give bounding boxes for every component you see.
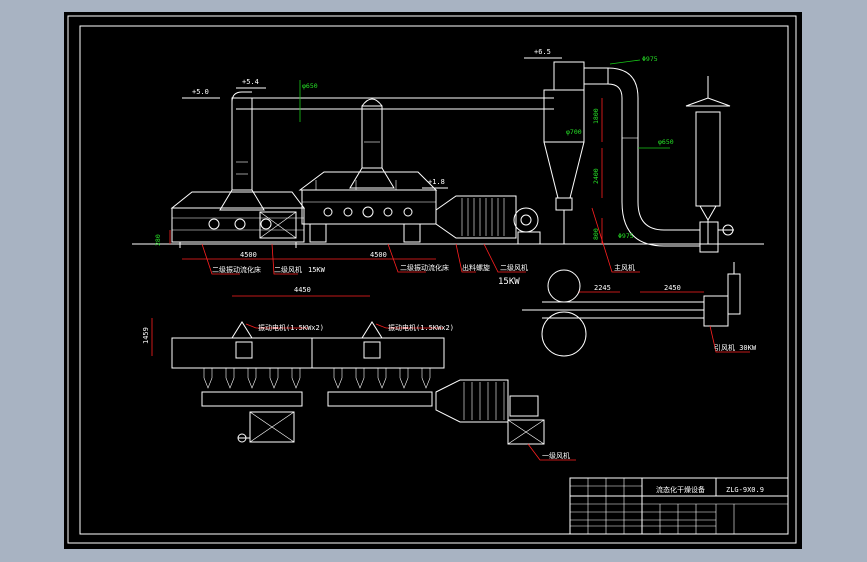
title-block: 流态化干燥设备 ZLG-9X0.9 (569, 477, 789, 535)
dia-main: φ650 (302, 82, 318, 90)
inner-frame (79, 25, 789, 535)
plan-exhaust-fan (703, 295, 729, 327)
bed-2-body (301, 189, 437, 225)
dim-800: 800 (592, 228, 600, 240)
dim-4500-a: 4500 (240, 251, 257, 259)
cad-drawing: +5.0 +5.4 +6.5 +1.8 φ650 Φ975 φ700 φ650 … (67, 15, 797, 544)
chimney (695, 111, 721, 207)
silo-1 (547, 269, 581, 303)
riser-2 (361, 105, 383, 169)
elevation-marks: +5.0 +5.4 +6.5 +1.8 (182, 48, 562, 189)
elev-5-4: +5.4 (242, 78, 259, 86)
label-bed-dryer-1: 二级振动流化床 (212, 265, 261, 274)
label-power-1: 15KW (308, 266, 326, 274)
elev-1-8: +1.8 (428, 178, 445, 186)
component-labels: 二级振动流化床 二级风机 15KW 二级振动流化床 出料螺旋 二级风机 15KW… (201, 207, 757, 461)
outer-frame (67, 15, 797, 544)
hood-1 (219, 189, 265, 211)
dim-1459: 1459 (142, 327, 150, 344)
label-secondary-fan-1: 二级风机 (274, 265, 302, 274)
hood-2 (349, 167, 395, 189)
bed-2-top (298, 171, 438, 191)
elev-6-5: +6.5 (534, 48, 551, 56)
dim-4450: 4450 (294, 286, 311, 294)
plan-view (171, 262, 741, 445)
silo-2 (541, 311, 587, 357)
dia-bottom: Φ975 (618, 232, 634, 240)
dim-4500-b: 4500 (370, 251, 387, 259)
label-primary-fan: 一级风机 (542, 451, 570, 460)
dim-2245: 2245 (594, 284, 611, 292)
riser-1 (231, 97, 253, 191)
dim-280: 280 (154, 234, 162, 246)
label-main-fan: 主风机 (614, 263, 635, 272)
label-bed-dryer-2: 二级振动流化床 (400, 263, 449, 272)
label-secondary-fan-2: 二级风机 (500, 263, 528, 272)
primary-fan (507, 419, 545, 445)
dimension-lines: 280 4500 4500 1800 2400 800 4450 1459 22… (142, 98, 704, 356)
chimney-cap (685, 97, 731, 107)
dia-cyclone-in: φ700 (566, 128, 582, 136)
drawing-code: ZLG-9X0.9 (726, 486, 764, 494)
title-block-name: 流态化干燥设备 (656, 485, 705, 494)
dim-2400: 2400 (592, 168, 600, 184)
feeder (249, 411, 295, 443)
dim-2450: 2450 (664, 284, 681, 292)
heater-bank (435, 195, 517, 239)
dia-riser: φ650 (658, 138, 674, 146)
riser-pipe-inner (607, 83, 700, 247)
dia-cyclone-top: Φ975 (642, 55, 658, 63)
label-induced-fan: 引风机 30KW (714, 343, 757, 352)
elevation-view (132, 61, 764, 253)
diameter-labels: φ650 Φ975 φ700 φ650 Φ975 (299, 55, 674, 240)
elev-5-0: +5.0 (192, 88, 209, 96)
dim-1800: 1800 (592, 108, 600, 124)
label-vibrating-motor-b: 振动电机(1.5KWx2) (388, 323, 454, 332)
label-feeder-1: 出料螺旋 (462, 263, 490, 272)
riser-pipe-outer (607, 67, 700, 231)
cyclone-cone (543, 141, 585, 199)
cad-viewport[interactable]: +5.0 +5.4 +6.5 +1.8 φ650 Φ975 φ700 φ650 … (64, 12, 802, 549)
bed-1-top (170, 191, 305, 209)
label-fan-power: 15KW (498, 277, 520, 287)
bed-1-body (171, 207, 305, 243)
label-vibrating-motor-a: 振动电机(1.5KWx2) (258, 323, 324, 332)
fan-1 (513, 207, 539, 233)
